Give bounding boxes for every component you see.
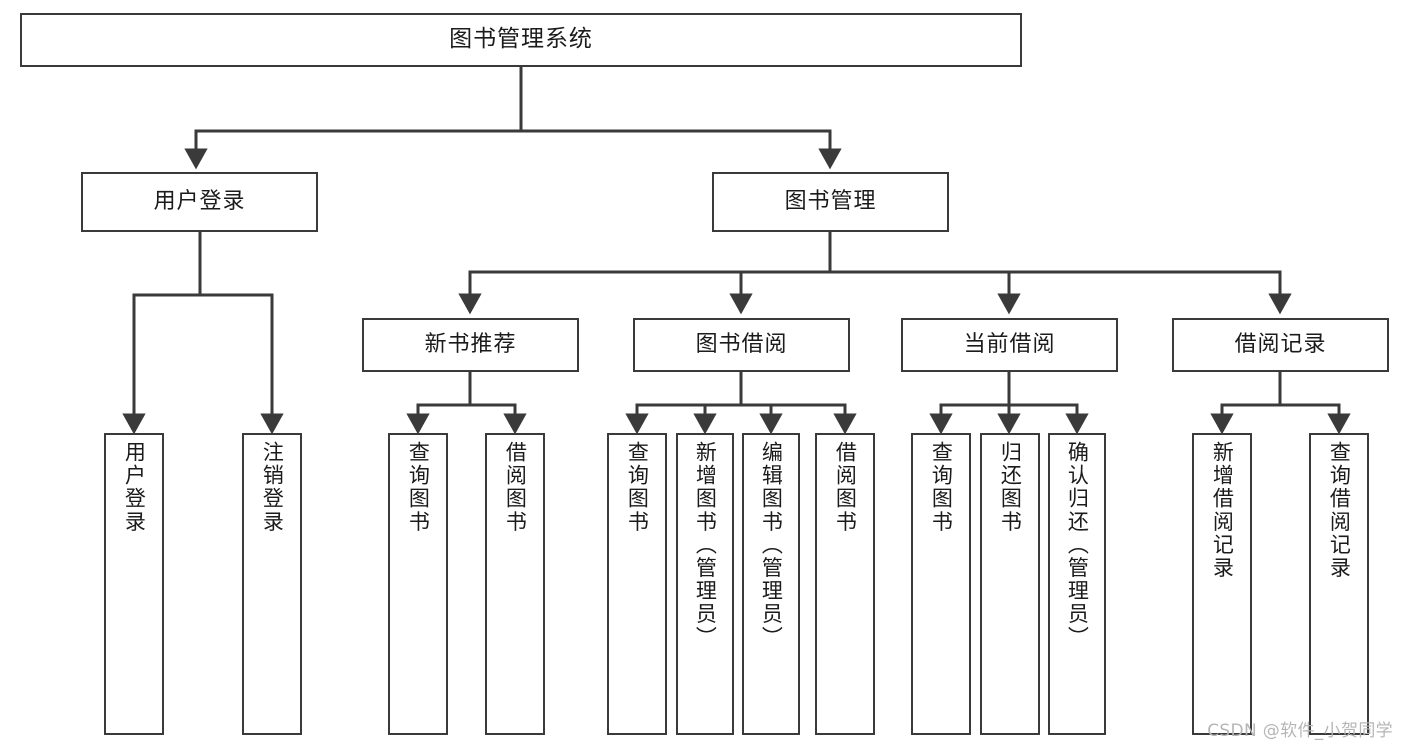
node-book-manage[interactable]: 图书管理 [712,172,949,232]
node-leaf-confirm-return-label: 确认归还（管理员） [1065,441,1090,649]
node-leaf-query-book-1[interactable]: 查询图书 [388,433,448,735]
node-leaf-user-login[interactable]: 用户登录 [104,433,164,735]
node-user-login[interactable]: 用户登录 [81,172,318,232]
node-leaf-add-book[interactable]: 新增图书（管理员） [676,433,734,735]
node-leaf-add-book-label: 新增图书（管理员） [693,441,718,649]
node-root[interactable]: 图书管理系统 [20,13,1022,67]
node-leaf-edit-book-label: 编辑图书（管理员） [759,441,784,649]
node-current-borrow-label: 当前借阅 [963,331,1056,357]
node-leaf-borrow-book-2-label: 借阅图书 [833,441,858,534]
node-leaf-confirm-return[interactable]: 确认归还（管理员） [1048,433,1106,735]
node-leaf-logout-login[interactable]: 注销登录 [242,433,302,735]
node-new-book-recommend[interactable]: 新书推荐 [362,318,579,372]
node-leaf-query-book-2-label: 查询图书 [625,441,650,534]
node-book-manage-label: 图书管理 [784,188,877,214]
node-root-label: 图书管理系统 [449,26,593,53]
node-leaf-user-login-label: 用户登录 [122,441,147,534]
node-leaf-edit-book[interactable]: 编辑图书（管理员） [742,433,800,735]
node-book-borrow[interactable]: 图书借阅 [633,318,850,372]
node-leaf-query-book-3[interactable]: 查询图书 [911,433,971,735]
node-leaf-query-book-3-label: 查询图书 [929,441,954,534]
node-current-borrow[interactable]: 当前借阅 [901,318,1118,372]
node-leaf-borrow-book-2[interactable]: 借阅图书 [815,433,875,735]
node-leaf-add-record-label: 新增借阅记录 [1210,441,1235,580]
node-new-book-recommend-label: 新书推荐 [424,331,517,357]
node-leaf-borrow-book-1[interactable]: 借阅图书 [485,433,545,735]
node-leaf-borrow-book-1-label: 借阅图书 [503,441,528,534]
node-leaf-add-record[interactable]: 新增借阅记录 [1192,433,1252,735]
node-leaf-query-book-2[interactable]: 查询图书 [607,433,667,735]
node-leaf-query-record-label: 查询借阅记录 [1327,441,1352,580]
node-user-login-label: 用户登录 [153,188,246,214]
node-leaf-logout-login-label: 注销登录 [260,441,285,534]
node-borrow-record-label: 借阅记录 [1234,331,1327,357]
node-book-borrow-label: 图书借阅 [695,331,788,357]
node-leaf-return-book-label: 归还图书 [998,441,1023,534]
node-leaf-query-book-1-label: 查询图书 [406,441,431,534]
node-leaf-query-record[interactable]: 查询借阅记录 [1309,433,1369,735]
node-leaf-return-book[interactable]: 归还图书 [980,433,1040,735]
node-borrow-record[interactable]: 借阅记录 [1172,318,1389,372]
